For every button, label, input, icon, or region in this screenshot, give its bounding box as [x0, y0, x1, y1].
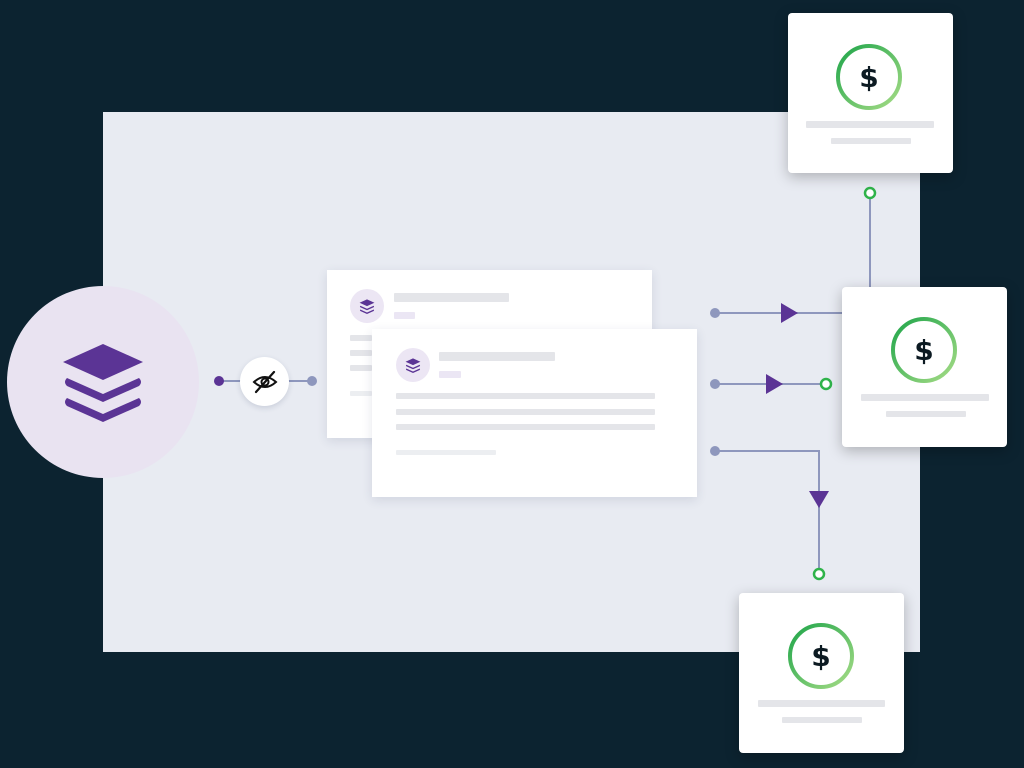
dollar-symbol: $: [811, 639, 831, 673]
dollar-symbol: $: [914, 333, 934, 367]
label-placeholder: [806, 121, 934, 128]
document-card-front[interactable]: [372, 329, 697, 497]
text-line-placeholder: [396, 424, 655, 430]
privacy-toggle-button[interactable]: [240, 357, 289, 406]
label-placeholder: [861, 394, 989, 401]
route-node-1: [710, 308, 720, 318]
text-line-placeholder: [396, 393, 655, 399]
dollar-coin-icon: $: [835, 43, 903, 111]
text-line-placeholder: [350, 335, 372, 341]
dollar-symbol: $: [859, 60, 879, 94]
doc-input-node: [307, 376, 317, 386]
payment-card-middle[interactable]: $: [842, 287, 1007, 447]
payment-card-top[interactable]: $: [788, 13, 953, 173]
route-end-node-2: [819, 377, 833, 391]
dollar-coin-icon: $: [787, 622, 855, 690]
top-card-connector-node: [863, 186, 877, 200]
eye-slash-icon: [252, 370, 277, 393]
route-node-2: [710, 379, 720, 389]
stack-layers-icon: [63, 344, 143, 422]
text-line-placeholder: [350, 350, 372, 356]
data-source-hub: [7, 286, 199, 478]
title-placeholder: [394, 293, 509, 302]
hub-output-node: [214, 376, 224, 386]
text-line-placeholder: [396, 409, 655, 415]
route-arrow-1: [781, 303, 798, 323]
label-placeholder: [758, 700, 885, 707]
route-end-node-3: [812, 567, 826, 581]
route-line-3: [715, 450, 820, 574]
footer-placeholder: [396, 450, 496, 455]
payment-card-bottom[interactable]: $: [739, 593, 904, 753]
route-arrow-2: [766, 374, 783, 394]
route-node-3: [710, 446, 720, 456]
text-line-placeholder: [350, 365, 372, 371]
title-placeholder: [439, 352, 555, 361]
sublabel-placeholder: [782, 717, 862, 723]
stack-layers-icon: [350, 289, 384, 323]
footer-placeholder: [350, 391, 372, 396]
tag-placeholder: [439, 371, 461, 378]
route-arrow-3: [809, 491, 829, 508]
tag-placeholder: [394, 312, 415, 319]
sublabel-placeholder: [831, 138, 911, 144]
sublabel-placeholder: [886, 411, 966, 417]
dollar-coin-icon: $: [890, 316, 958, 384]
stack-layers-icon: [396, 348, 430, 382]
